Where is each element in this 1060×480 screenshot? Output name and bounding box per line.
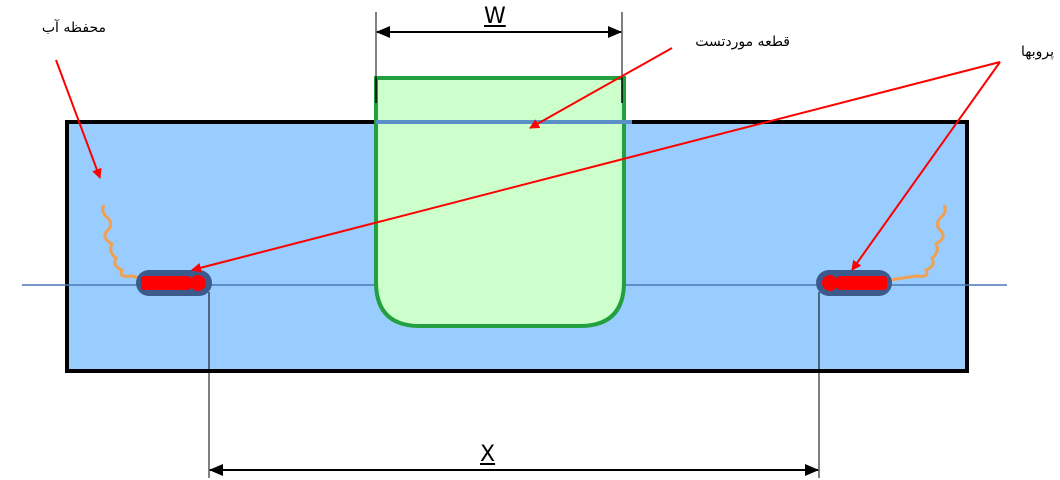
- water-tank-label: محفظه آب: [41, 20, 106, 36]
- test-piece-label: قطعه موردتست: [695, 34, 790, 50]
- left-probe-body: [141, 276, 191, 290]
- right-probe-body: [837, 276, 887, 290]
- probes-pointer-right: [851, 61, 1001, 271]
- water-tank-pointer: [55, 59, 102, 179]
- probes-pointer-left: [191, 61, 1001, 273]
- x-dimension-label: X: [480, 442, 496, 467]
- left-probe-cable: [101, 204, 141, 280]
- probes-label: پروبها: [1021, 44, 1054, 60]
- right-probe-cable: [889, 204, 947, 282]
- test-piece: [374, 76, 626, 328]
- w-dimension-label: W: [484, 4, 506, 29]
- test-piece-pointer: [529, 47, 673, 129]
- left-probe-tip: [190, 275, 206, 291]
- right-probe-tip: [822, 275, 838, 291]
